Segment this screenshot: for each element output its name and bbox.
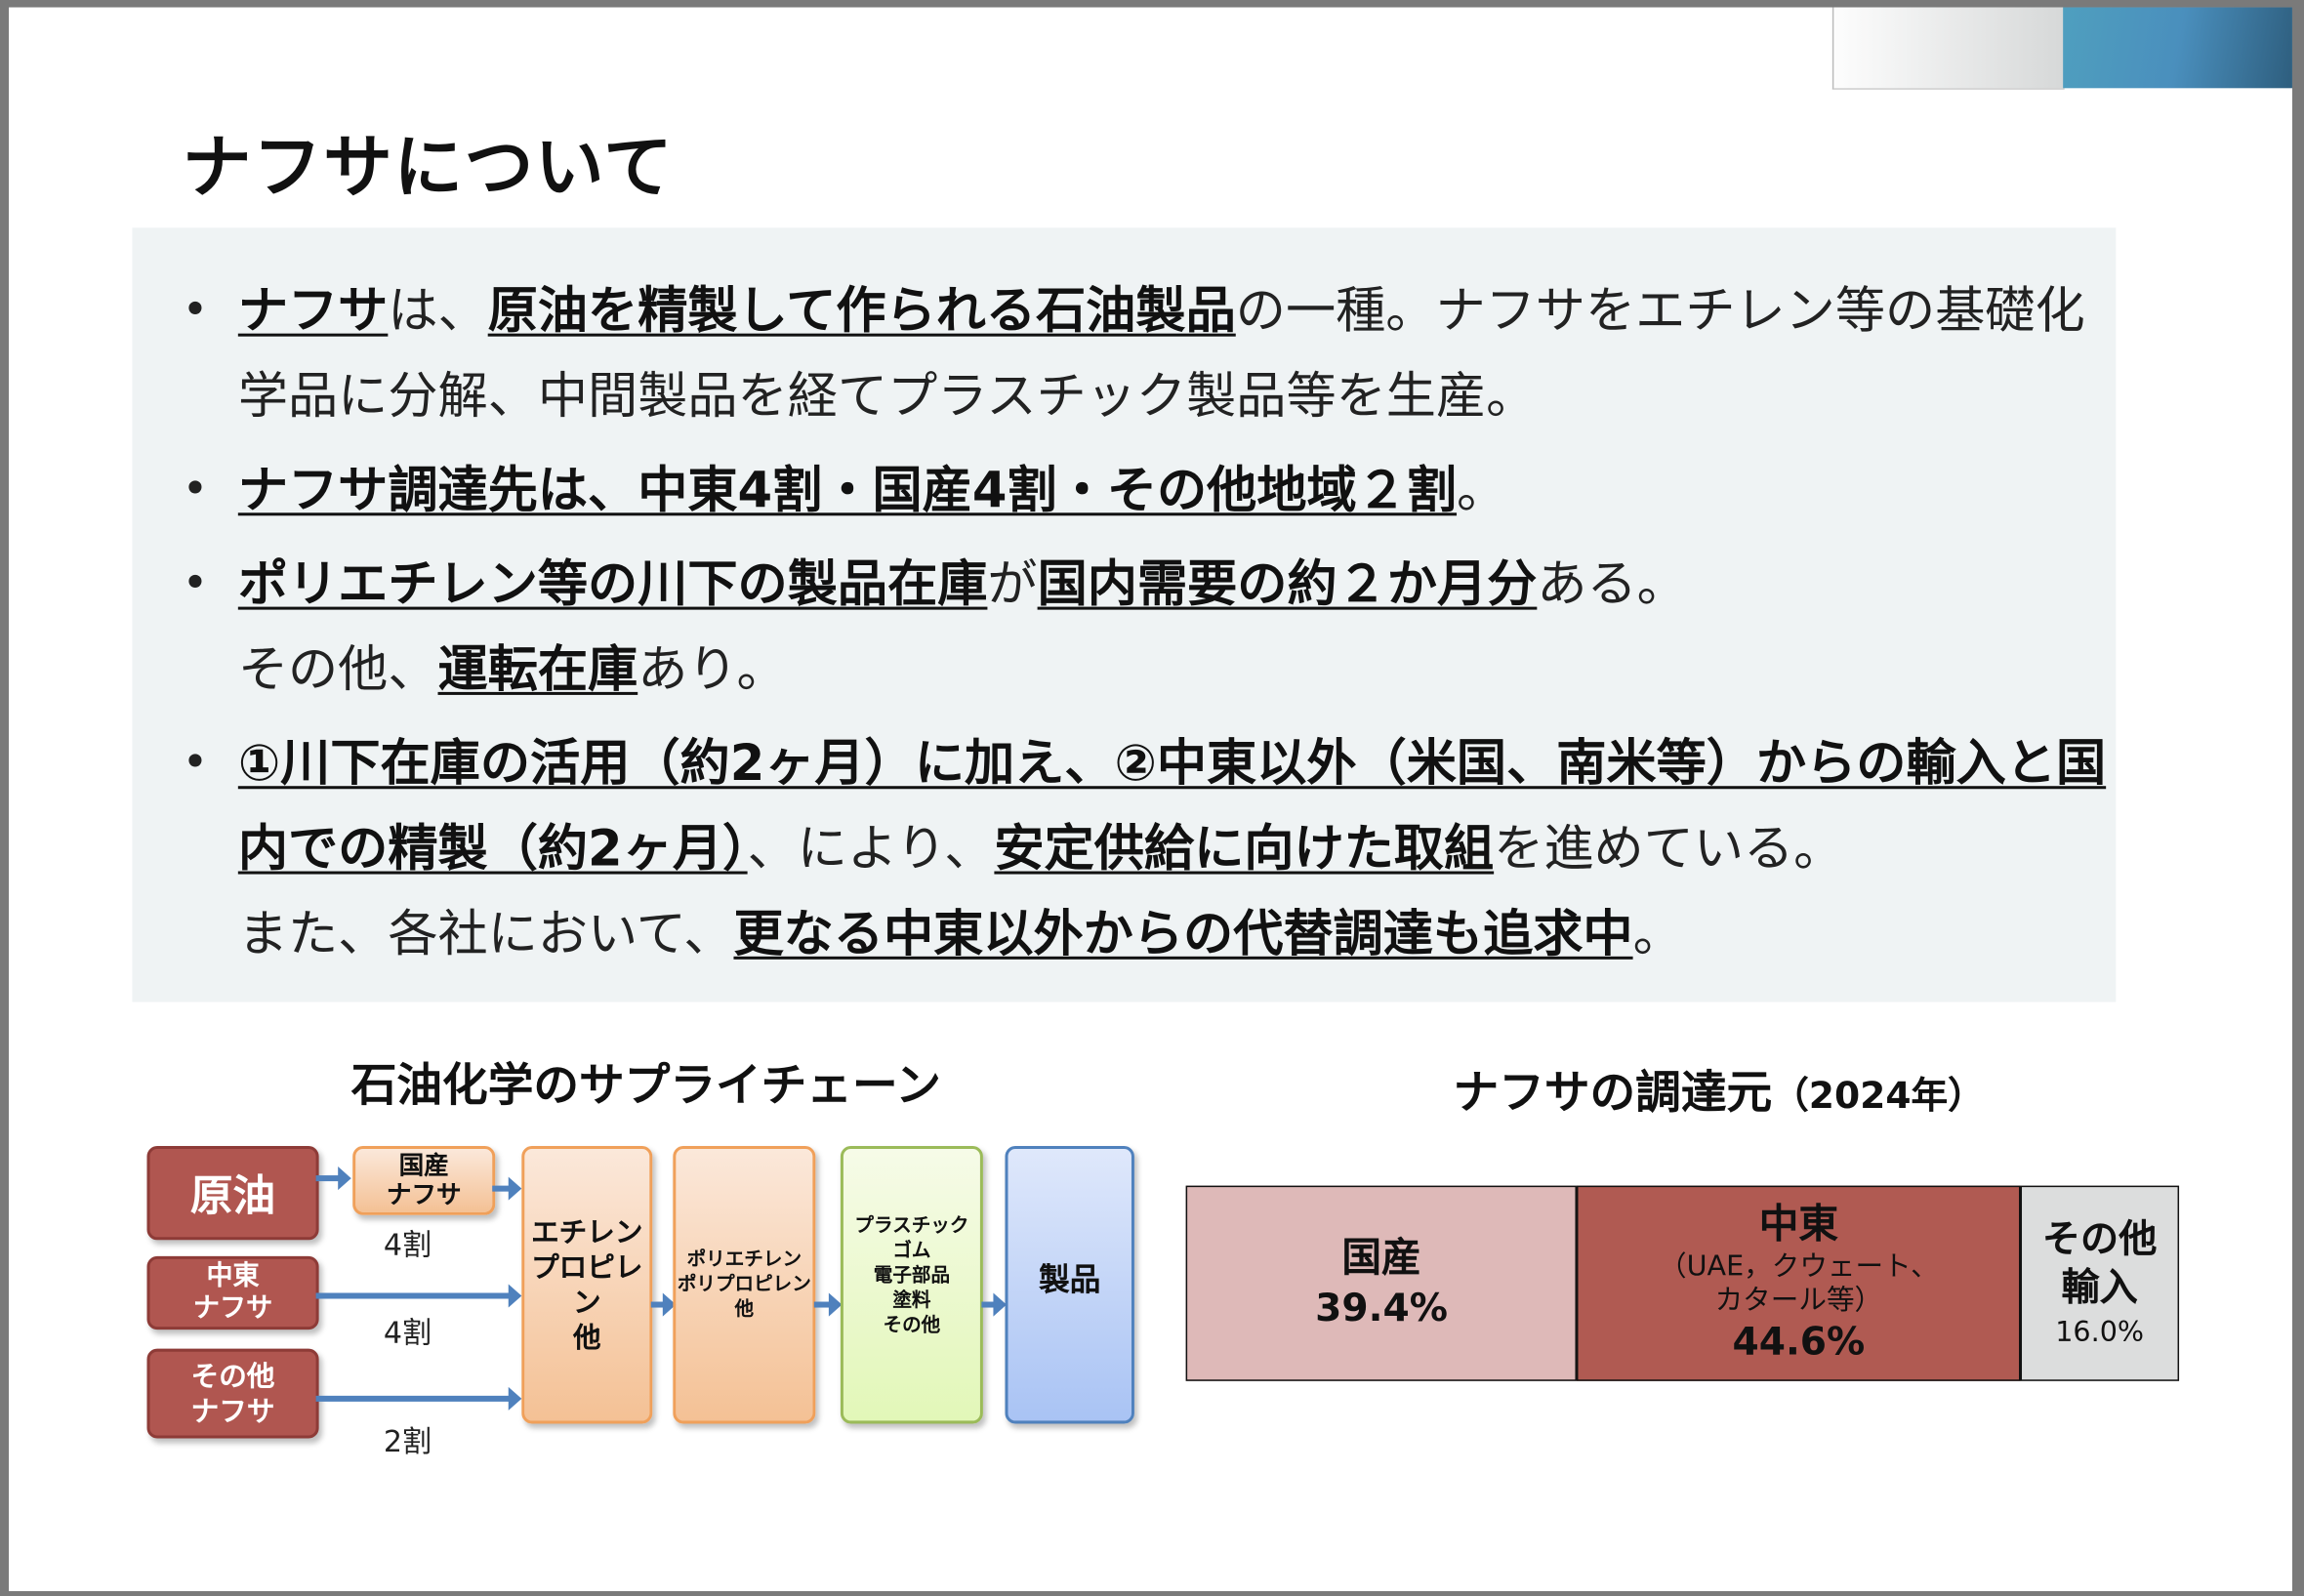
stage3-label: 塗料	[892, 1289, 931, 1313]
ratio-mideast: 4割	[383, 1315, 432, 1351]
segment-value-label: 44.6%	[1732, 1320, 1866, 1365]
ratio-other: 2割	[383, 1423, 432, 1459]
segment-note: カタール等）	[1714, 1283, 1883, 1316]
segment-name: 国産	[1341, 1235, 1421, 1281]
segment-value-label: 16.0%	[2055, 1315, 2145, 1348]
bullet-text: また、各社において、	[237, 905, 734, 964]
stage2-label: 他	[734, 1298, 755, 1322]
bullet-text: を進めている。	[1494, 819, 1844, 880]
emphasized-text: 運転在庫	[437, 640, 638, 700]
bullet-item: ナフサは、原油を精製して作られる石油製品の一種。ナフサをエチレン等の基礎化学品に…	[183, 268, 2119, 439]
arrow-icon	[492, 1176, 522, 1201]
emphasized-text: 更なる中東以外からの代替調達も追求中	[733, 905, 1633, 964]
segment-value-label: 39.4%	[1315, 1286, 1448, 1330]
page-title: ナフサについて	[182, 127, 675, 209]
header-decoration-gray	[1831, 7, 2065, 90]
mideast-naphtha-box: 中東ナフサ	[146, 1255, 319, 1330]
emphasized-text: 安定供給に向けた取組	[994, 819, 1495, 880]
bullet-text: 。	[1457, 461, 1507, 520]
ethylene-box: エチレンプロピレン他	[521, 1145, 653, 1424]
bullet-text: は、	[388, 281, 488, 342]
emphasized-text: ナフサ	[237, 281, 389, 342]
bullet-item: ポリエチレン等の川下の製品在庫が国内需要の約２か月分ある。その他、運転在庫あり。	[183, 542, 2119, 713]
arrow-icon	[315, 1284, 522, 1308]
bullet-text: その他、	[237, 640, 438, 700]
stage2-label: ポリプロピレン	[677, 1273, 811, 1296]
bullet-item: ナフサ調達先は、中東4割・国産4割・その他地域２割。	[183, 448, 2119, 533]
slide: ナフサについて ナフサは、原油を精製して作られる石油製品の一種。ナフサをエチレン…	[9, 7, 2292, 1592]
crude-oil-label: 原油	[189, 1170, 276, 1221]
stage3-label: ゴム	[892, 1240, 931, 1262]
bullet-list: ナフサは、原油を精製して作られる石油製品の一種。ナフサをエチレン等の基礎化学品に…	[132, 268, 2119, 985]
arrow-icon	[981, 1292, 1007, 1317]
emphasized-text: 原油を精製して作られる石油製品	[487, 281, 1236, 342]
other-naphtha-label-1: その他	[190, 1359, 275, 1393]
stage1-label: エチレン	[531, 1215, 643, 1248]
other-naphtha-label-2: ナフサ	[190, 1395, 275, 1428]
mideast-naphtha-label-1: 中東	[206, 1260, 260, 1291]
bullet-text: の一種。ナフサをエチレン等の基礎化学品に分解、中間製品を経てプラスチック製品等を…	[237, 281, 2085, 427]
arrow-icon	[650, 1292, 677, 1317]
domestic-naphtha-label-2: ナフサ	[386, 1180, 462, 1210]
stage2-label: ポリエチレン	[686, 1248, 802, 1271]
stage1-label: 他	[572, 1321, 601, 1354]
segment-note: （UAE，クウェート、	[1658, 1249, 1939, 1283]
emphasized-text: ナフサ調達先は、中東4割・国産4割・その他地域２割	[237, 461, 1458, 520]
summary-box: ナフサは、原油を精製して作られる石油製品の一種。ナフサをエチレン等の基礎化学品に…	[132, 227, 2119, 1003]
chart-title: ナフサの調達元（2024年）	[1454, 1055, 1985, 1122]
arrow-icon	[315, 1166, 351, 1191]
mideast-naphtha-label-2: ナフサ	[192, 1292, 273, 1325]
bullet-text: あり。	[638, 640, 787, 700]
emphasized-text: ポリエチレン等の川下の製品在庫	[237, 554, 988, 615]
product-label: 製品	[1039, 1261, 1101, 1297]
emphasized-text: ①川下在庫の活用（約2ヶ月）に加え、②中東以外（米国、南米等）からの輸入と国内で…	[237, 734, 2107, 880]
bullet-text: が	[987, 554, 1038, 615]
bullet-item: ①川下在庫の活用（約2ヶ月）に加え、②中東以外（米国、南米等）からの輸入と国内で…	[183, 721, 2119, 977]
chart-title-year: （2024年）	[1772, 1074, 1985, 1117]
bar-segment-mideast: 中東（UAE，クウェート、カタール等） 44.6%	[1577, 1185, 2021, 1381]
supply-chain-title: 石油化学のサプライチェーン	[350, 1059, 941, 1113]
crude-oil-box: 原油	[146, 1145, 319, 1241]
product-box: 製品	[1005, 1145, 1134, 1424]
segment-name: その他	[2041, 1216, 2158, 1262]
plastics-box: プラスチックゴム電子部品塗料その他	[840, 1145, 983, 1424]
bar-segment-other: その他輸入 16.0%	[2020, 1185, 2180, 1381]
domestic-naphtha-label-1: 国産	[398, 1151, 449, 1181]
ratio-domestic: 4割	[383, 1226, 432, 1262]
segment-name: 輸入	[2061, 1265, 2138, 1310]
bullet-text: ある。	[1537, 554, 1687, 615]
stage3-label: 電子部品	[873, 1264, 951, 1288]
bullet-text: 。	[1632, 905, 1683, 964]
chart-title-text: ナフサの調達元	[1453, 1066, 1773, 1120]
header-decoration-blue	[2063, 7, 2292, 89]
domestic-naphtha-box: 国産ナフサ	[352, 1145, 496, 1215]
arrow-icon	[813, 1292, 843, 1317]
bar-segment-domestic: 国産 39.4%	[1185, 1185, 1578, 1381]
bullet-text: 、により、	[747, 819, 995, 880]
polyethylene-box: ポリエチレンポリプロピレン他	[673, 1145, 816, 1424]
stage3-label: その他	[883, 1315, 941, 1337]
arrow-icon	[315, 1386, 522, 1411]
procurement-stacked-bar: 国産 39.4% 中東（UAE，クウェート、カタール等） 44.6% その他輸入 16.0…	[1185, 1185, 2180, 1381]
emphasized-text: 国内需要の約２か月分	[1037, 554, 1538, 615]
stage3-label: プラスチック	[854, 1214, 969, 1238]
other-naphtha-box: その他ナフサ	[146, 1348, 319, 1439]
segment-name: 中東	[1758, 1201, 1838, 1248]
stage1-label: プロピレン	[531, 1250, 643, 1319]
